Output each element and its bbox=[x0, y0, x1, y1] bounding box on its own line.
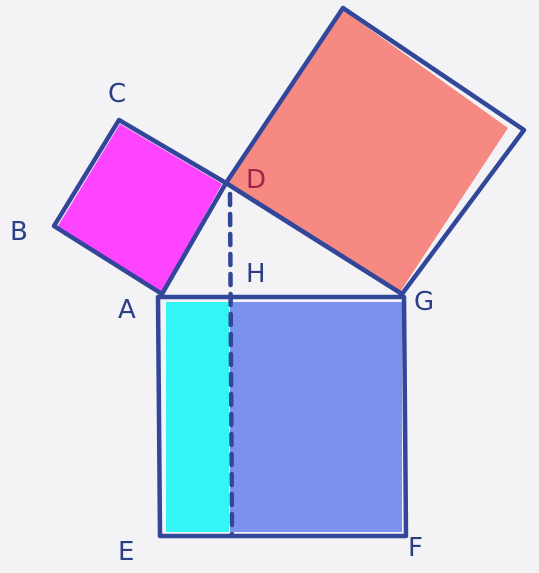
label-E: E bbox=[118, 537, 134, 567]
line-D-G bbox=[223, 180, 405, 297]
square-bottom-outline bbox=[155, 294, 409, 539]
rect-left-fill bbox=[166, 302, 229, 532]
label-C: C bbox=[108, 79, 126, 109]
rect-right-fill bbox=[230, 302, 402, 532]
label-D: D bbox=[246, 165, 266, 195]
label-G: G bbox=[414, 287, 434, 317]
square-small-outline bbox=[51, 117, 229, 297]
square-small-fill bbox=[58, 124, 222, 292]
label-F: F bbox=[408, 533, 423, 563]
label-A: A bbox=[118, 295, 136, 325]
altitude-dashed-line bbox=[227, 191, 235, 537]
label-H: H bbox=[246, 259, 266, 289]
label-B: B bbox=[10, 217, 28, 247]
